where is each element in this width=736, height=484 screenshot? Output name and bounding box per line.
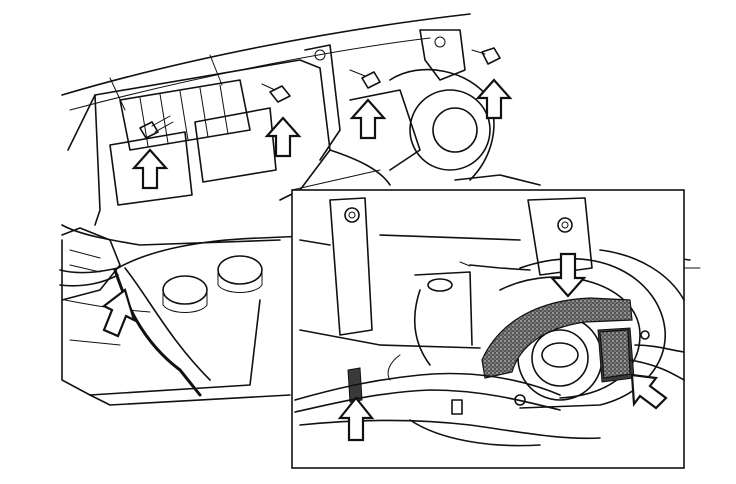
removal-arrow-3 <box>349 98 387 140</box>
blower-motor-hub-upper <box>432 107 478 153</box>
housing-knob-2 <box>217 255 263 285</box>
bolt-icon <box>261 83 291 103</box>
inset-small-clip <box>451 399 463 415</box>
inset-left-bracket <box>329 197 373 336</box>
lower-housing-edge <box>61 224 281 246</box>
housing-knob-1 <box>162 275 208 305</box>
upper-bracket <box>419 29 466 81</box>
left-connector-block <box>61 227 121 301</box>
heater-unit-assembly <box>59 13 691 406</box>
removal-arrow-2 <box>264 116 302 158</box>
detail-inset <box>291 169 701 469</box>
removal-arrow-harness <box>101 288 136 338</box>
duct-grille <box>109 79 277 206</box>
bolt-icon <box>139 115 174 139</box>
blower-scroll-outer <box>519 258 666 409</box>
wire-harness-main <box>113 268 202 397</box>
middle-bracket <box>304 44 341 161</box>
inset-harness-1 <box>294 372 561 401</box>
removal-arrow-4 <box>475 78 513 120</box>
dash-top-edge <box>61 13 471 96</box>
bolt-icon <box>471 47 501 65</box>
removal-arrow-inset-top <box>549 252 587 298</box>
removal-arrow-inset-bottom <box>337 396 375 442</box>
bolt-icon <box>349 69 381 89</box>
inset-right-bracket <box>527 197 593 276</box>
removal-arrow-1 <box>131 148 169 190</box>
insulation-tape-main <box>481 297 633 379</box>
removal-arrow-inset-right <box>630 373 668 410</box>
blower-housing-upper <box>304 29 495 186</box>
